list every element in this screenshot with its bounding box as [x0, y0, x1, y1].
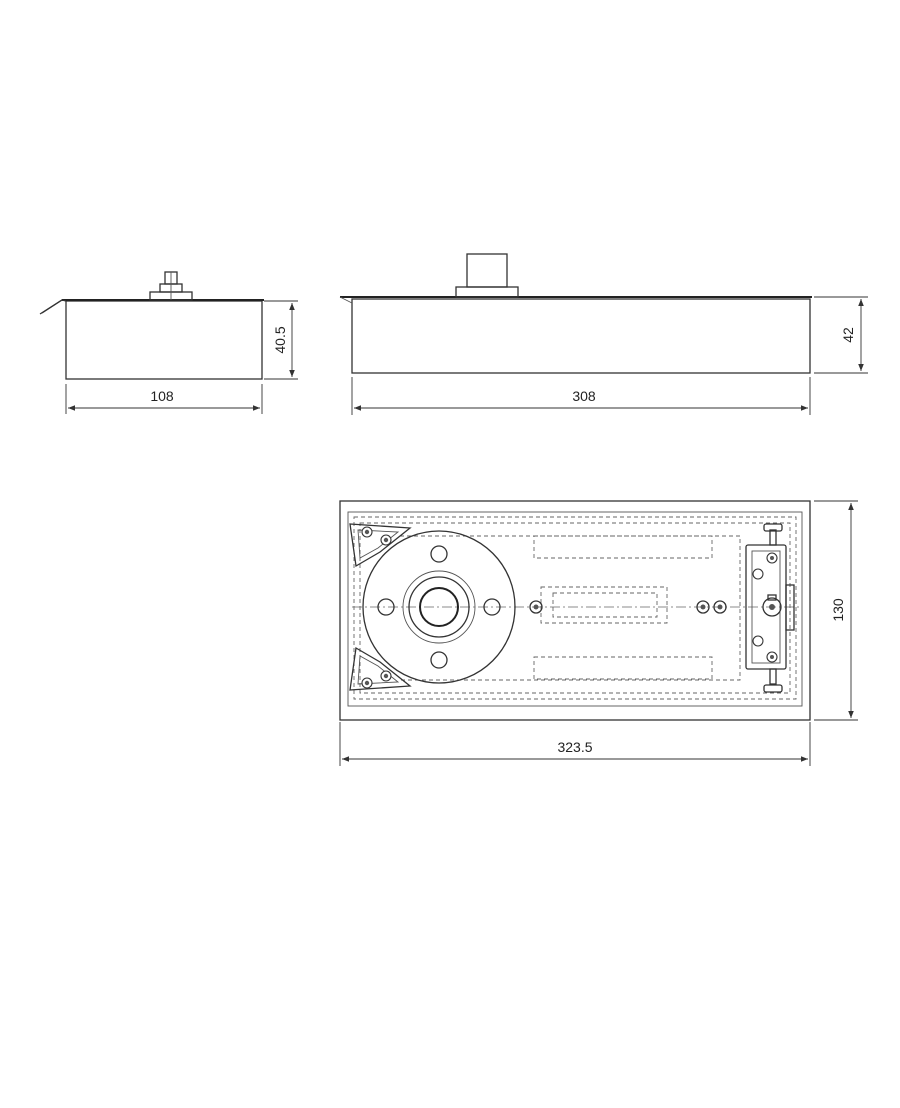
front-view-height-label: 42 — [840, 327, 856, 343]
side-view-height-label: 40.5 — [272, 326, 288, 353]
top-view-length-label: 323.5 — [557, 739, 592, 755]
pivot-flange — [362, 530, 516, 684]
top-view-length-dimension: 323.5 — [339, 722, 811, 766]
top-view-width-label: 130 — [830, 598, 846, 622]
front-view-length-dimension: 308 — [351, 377, 811, 415]
top-view-width-dimension: 130 — [814, 500, 858, 721]
side-view-spindle — [149, 271, 193, 301]
left-corner-bracket-top — [349, 523, 412, 568]
front-view-spindle — [455, 253, 519, 298]
side-view: 108 40.5 — [39, 271, 298, 414]
side-view-width-dimension: 108 — [65, 384, 263, 414]
side-view-width-label: 108 — [150, 388, 174, 404]
left-corner-bracket-bottom — [349, 646, 412, 691]
front-view-height-dimension: 42 — [814, 296, 868, 374]
side-view-body — [39, 299, 264, 380]
front-view-length-label: 308 — [572, 388, 596, 404]
adjustment-screws — [529, 600, 727, 614]
top-view: 323.5 130 — [339, 500, 858, 766]
top-view-hidden-lines — [400, 535, 741, 681]
valve-block — [745, 523, 795, 693]
front-view-body — [339, 296, 812, 374]
top-view-cover-plate — [339, 500, 811, 721]
side-view-height-dimension: 40.5 — [264, 300, 298, 380]
front-view: 308 42 — [339, 253, 868, 415]
